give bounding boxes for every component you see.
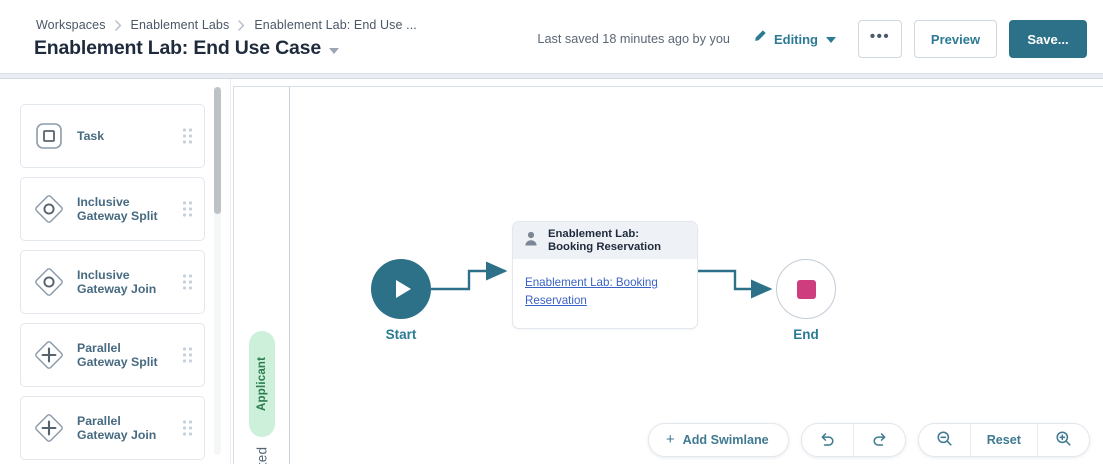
last-saved-status: Last saved 18 minutes ago by you — [537, 32, 730, 46]
task-square-icon — [34, 121, 64, 151]
palette-item-label: Inclusive Gateway Join — [77, 267, 157, 297]
add-swimlane-label: Add Swimlane — [682, 433, 769, 447]
end-event-label: End — [793, 327, 819, 342]
swimlane-label-text: Applicant — [255, 356, 268, 412]
sidebar-divider — [230, 79, 231, 464]
header-divider — [0, 73, 1103, 79]
start-event-label: Start — [385, 327, 417, 342]
zoom-group: Reset — [917, 423, 1090, 457]
task-node-title: Enablement Lab: Booking Reservation — [548, 227, 661, 253]
history-group — [800, 423, 906, 457]
plus-icon: + — [665, 431, 675, 448]
palette-list: Task Inclusive Gateway Split — [20, 104, 205, 464]
task-node-booking-reservation[interactable]: Enablement Lab: Booking Reservation Enab… — [512, 221, 698, 329]
zoom-reset-button[interactable]: Reset — [969, 424, 1037, 456]
add-swimlane-group: + Add Swimlane — [647, 423, 789, 457]
parallel-gateway-icon — [34, 340, 64, 370]
start-event-node[interactable] — [371, 259, 431, 319]
chevron-right-icon — [238, 19, 245, 31]
zoom-in-button[interactable] — [1037, 424, 1089, 456]
undo-button[interactable] — [802, 424, 853, 456]
app-header: Workspaces Enablement Labs Enablement La… — [0, 0, 1103, 73]
palette-item-label: Parallel Gateway Join — [77, 413, 157, 443]
chevron-right-icon — [114, 19, 122, 31]
play-icon — [395, 280, 411, 298]
drag-handle-icon[interactable] — [183, 347, 192, 363]
chevron-down-icon — [826, 37, 836, 43]
palette-item-parallel-gateway-split[interactable]: Parallel Gateway Split — [20, 323, 205, 387]
element-palette-sidebar: Task Inclusive Gateway Split — [0, 79, 231, 464]
sidebar-scrollbar[interactable] — [214, 87, 221, 455]
task-node-link[interactable]: Enablement Lab: Booking Reservation — [525, 276, 658, 307]
parallel-gateway-icon — [34, 413, 64, 443]
page-title: Enablement Lab: End Use Case — [34, 37, 321, 59]
add-swimlane-button[interactable]: + Add Swimlane — [649, 424, 788, 456]
palette-item-inclusive-gateway-join[interactable]: Inclusive Gateway Join — [20, 250, 205, 314]
palette-item-parallel-gateway-join[interactable]: Parallel Gateway Join — [20, 396, 205, 460]
more-options-button[interactable]: ••• — [858, 20, 902, 58]
pencil-icon — [752, 29, 767, 49]
drag-handle-icon[interactable] — [183, 274, 192, 290]
swimlane-label-authenticated[interactable]: Authenticated — [249, 437, 275, 464]
inclusive-gateway-icon — [34, 194, 64, 224]
magnifier-minus-icon — [936, 430, 953, 450]
undo-arrow-icon — [819, 430, 836, 450]
end-event-node[interactable] — [776, 259, 836, 319]
person-icon — [524, 231, 538, 251]
page-title-row: Enablement Lab: End Use Case — [34, 37, 339, 60]
sidebar-scrollbar-thumb[interactable] — [214, 87, 221, 214]
drag-handle-icon[interactable] — [183, 128, 192, 144]
redo-arrow-icon — [871, 430, 888, 450]
palette-item-label: Parallel Gateway Split — [77, 340, 158, 370]
breadcrumb-workspaces[interactable]: Workspaces — [36, 18, 106, 32]
swimlane-label-applicant[interactable]: Applicant — [248, 331, 275, 437]
stop-square-icon — [796, 279, 816, 299]
swimlane-label-text: Authenticated — [254, 447, 269, 464]
save-button[interactable]: Save... — [1009, 20, 1087, 58]
inclusive-gateway-icon — [34, 267, 64, 297]
editing-mode-dropdown[interactable]: Editing — [752, 29, 836, 49]
palette-item-label: Task — [77, 128, 105, 143]
task-node-header: Enablement Lab: Booking Reservation — [513, 222, 697, 259]
process-diagram: Start Enablement Lab: Booking Reservatio… — [291, 87, 1103, 464]
palette-item-inclusive-gateway-split[interactable]: Inclusive Gateway Split — [20, 177, 205, 241]
swimlane-gutter: Applicant Authenticated — [234, 87, 290, 464]
breadcrumb-enablement-labs[interactable]: Enablement Labs — [130, 18, 230, 32]
task-node-body: Enablement Lab: Booking Reservation — [513, 259, 697, 309]
palette-item-label: Inclusive Gateway Split — [77, 194, 158, 224]
drag-handle-icon[interactable] — [183, 420, 192, 436]
editing-mode-label: Editing — [773, 31, 818, 47]
canvas-toolbar: + Add Swimlane — [647, 423, 1090, 457]
redo-button[interactable] — [852, 424, 905, 456]
diagram-canvas[interactable]: Applicant Authenticated Start — [233, 86, 1103, 464]
header-actions: Last saved 18 minutes ago by you Editing… — [537, 20, 1087, 58]
preview-button[interactable]: Preview — [914, 20, 997, 58]
palette-item-task[interactable]: Task — [20, 104, 205, 168]
title-dropdown-caret-icon[interactable] — [328, 47, 339, 54]
magnifier-plus-icon — [1055, 430, 1072, 450]
breadcrumb: Workspaces Enablement Labs Enablement La… — [36, 18, 417, 32]
breadcrumb-current[interactable]: Enablement Lab: End Use ... — [254, 18, 417, 32]
drag-handle-icon[interactable] — [183, 201, 192, 217]
zoom-out-button[interactable] — [919, 424, 970, 456]
